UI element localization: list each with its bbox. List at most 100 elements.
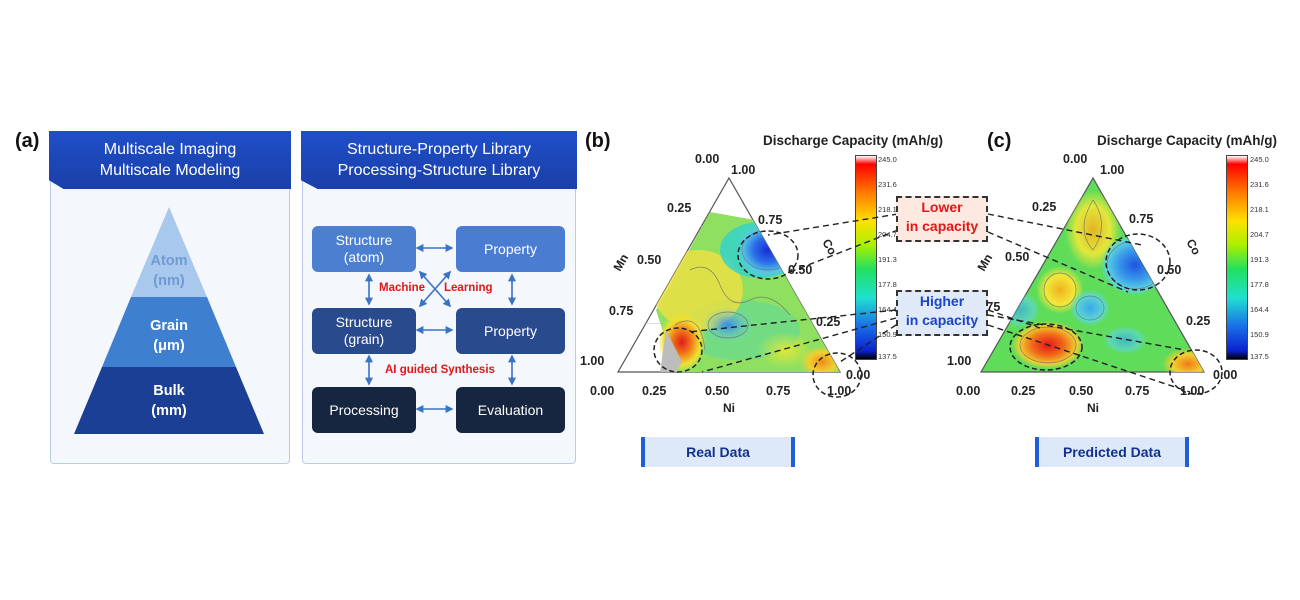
ternary-plot-c: Mn Co Ni: [974, 176, 1223, 415]
c-cb-tick-8: 137.5: [1250, 352, 1269, 361]
structure-grain-line1: Structure: [335, 314, 393, 330]
higher-line1: Higher: [919, 293, 965, 309]
highlight-low-b: [737, 230, 799, 280]
pyramid-atom-level: [131, 207, 207, 297]
structure-atom-box: Structure (atom): [312, 226, 416, 272]
c-cb-tick-4: 191.3: [1250, 255, 1269, 264]
pyramid-atom-label: Atom (nm): [89, 251, 249, 291]
b-right-tick-1: 0.75: [758, 213, 783, 227]
structure-atom-line2: (atom): [343, 249, 385, 265]
property-mid-box: Property: [456, 308, 565, 354]
c-bottom-tick-2: 0.50: [1069, 384, 1094, 398]
b-cb-tick-8: 137.5: [878, 352, 897, 361]
c-left-tick-4: 1.00: [947, 354, 972, 368]
c-bottom-tick-3: 0.75: [1125, 384, 1150, 398]
c-left-tick-0: 0.00: [1063, 152, 1088, 166]
c-right-tick-0: 1.00: [1100, 163, 1125, 177]
structure-grain-line2: (grain): [343, 331, 385, 347]
c-left-tick-2: 0.50: [1005, 250, 1030, 264]
highlight-high-right-c: [1169, 349, 1223, 395]
workflow-arrows: [365, 244, 516, 413]
multiscale-title-line2: Multiscale Modeling: [99, 162, 241, 179]
property-mid-text: Property: [484, 322, 537, 339]
atom-name: Atom: [150, 253, 188, 269]
library-title-line2: Processing-Structure Library: [337, 162, 541, 179]
b-bottom-tick-4: 1.00: [827, 384, 852, 398]
b-cb-tick-5: 177.8: [878, 280, 897, 289]
c-cb-tick-0: 245.0: [1250, 155, 1269, 164]
c-left-tick-1: 0.25: [1032, 200, 1057, 214]
higher-line2: in capacity: [905, 312, 979, 328]
multiscale-title-line1: Multiscale Imaging: [103, 141, 237, 158]
colorbar-c: [1226, 155, 1248, 360]
colorbar-title-c: Discharge Capacity (mAh/g): [1097, 133, 1278, 148]
leader-lower-c-2: [987, 231, 1129, 293]
pyramid-bulk-level: [74, 367, 264, 434]
b-cb-tick-7: 150.9: [878, 330, 897, 339]
c-cb-tick-5: 177.8: [1250, 280, 1269, 289]
library-title-line1: Structure-Property Library: [346, 141, 532, 158]
b-cb-tick-4: 191.3: [878, 255, 897, 264]
b-right-tick-0: 1.00: [731, 163, 756, 177]
colorbar-title-b: Discharge Capacity (mAh/g): [763, 133, 944, 148]
b-left-tick-0: 0.00: [695, 152, 720, 166]
b-left-tick-4: 1.00: [580, 354, 605, 368]
structure-grain-box: Structure (grain): [312, 308, 416, 354]
ni-axis-label-b: Ni: [723, 401, 735, 415]
c-cb-tick-2: 218.1: [1250, 205, 1269, 214]
higher-capacity-callout: Higher in capacity: [896, 290, 988, 336]
evaluation-box: Evaluation: [456, 387, 565, 433]
panel-c-label: (c): [987, 130, 1012, 152]
lower-line1: Lower: [921, 199, 963, 215]
processing-box: Processing: [312, 387, 416, 433]
predicted-data-label: Predicted Data: [1035, 437, 1189, 467]
pyramid-grain-level: [102, 297, 236, 367]
c-cb-tick-1: 231.6: [1250, 180, 1269, 189]
property-top-text: Property: [484, 240, 537, 257]
leader-higher-b-3: [839, 324, 897, 363]
co-axis-label-b: Co: [819, 237, 839, 258]
c-cb-tick-3: 204.7: [1250, 230, 1269, 239]
b-cb-tick-0: 245.0: [878, 155, 897, 164]
bulk-unit: (mm): [151, 403, 187, 419]
grain-unit: (μm): [153, 338, 185, 354]
c-right-tick-4: 0.00: [1213, 368, 1238, 382]
c-bottom-tick-1: 0.25: [1011, 384, 1036, 398]
lower-capacity-callout: Lower in capacity: [896, 196, 988, 242]
b-bottom-tick-3: 0.75: [766, 384, 791, 398]
pyramid-grain-label: Grain (μm): [89, 316, 249, 356]
b-left-tick-3: 0.75: [609, 304, 634, 318]
scale-pyramid: [74, 207, 264, 434]
processing-text: Processing: [329, 401, 399, 418]
pyramid-bulk-label: Bulk (mm): [89, 381, 249, 421]
highlight-high-right-b: [812, 352, 862, 398]
c-right-tick-3: 0.25: [1186, 314, 1211, 328]
leader-higher-b-1: [687, 309, 897, 333]
leader-lower-b: [767, 213, 899, 236]
highlight-high-left-c: [1009, 323, 1083, 371]
bulk-name: Bulk: [153, 383, 185, 399]
atom-unit: (nm): [153, 273, 185, 289]
panel-b-label: (b): [585, 130, 611, 152]
b-cb-tick-2: 218.1: [878, 205, 897, 214]
highlight-circles-b: [653, 230, 862, 398]
leader-lower-b-2: [789, 229, 899, 273]
colorbar-b: [855, 155, 877, 360]
c-bottom-tick-4: 1.00: [1180, 384, 1205, 398]
learning-label: Learning: [444, 282, 493, 294]
leader-lower-c: [987, 213, 1143, 246]
real-data-label: Real Data: [641, 437, 795, 467]
panel-a-label: (a): [15, 130, 40, 152]
b-left-tick-1: 0.25: [667, 201, 692, 215]
highlight-low-c: [1105, 233, 1171, 291]
b-bottom-tick-2: 0.50: [705, 384, 730, 398]
leader-higher-c-3: [987, 324, 1191, 393]
highlight-high-left-b: [653, 327, 703, 373]
arrow-cross-2: [418, 270, 452, 308]
c-bottom-tick-0: 0.00: [956, 384, 981, 398]
c-right-tick-2: 0.50: [1157, 263, 1182, 277]
grain-name: Grain: [150, 318, 188, 334]
leader-higher-b-2: [701, 317, 897, 373]
b-cb-tick-6: 164.4: [878, 305, 897, 314]
